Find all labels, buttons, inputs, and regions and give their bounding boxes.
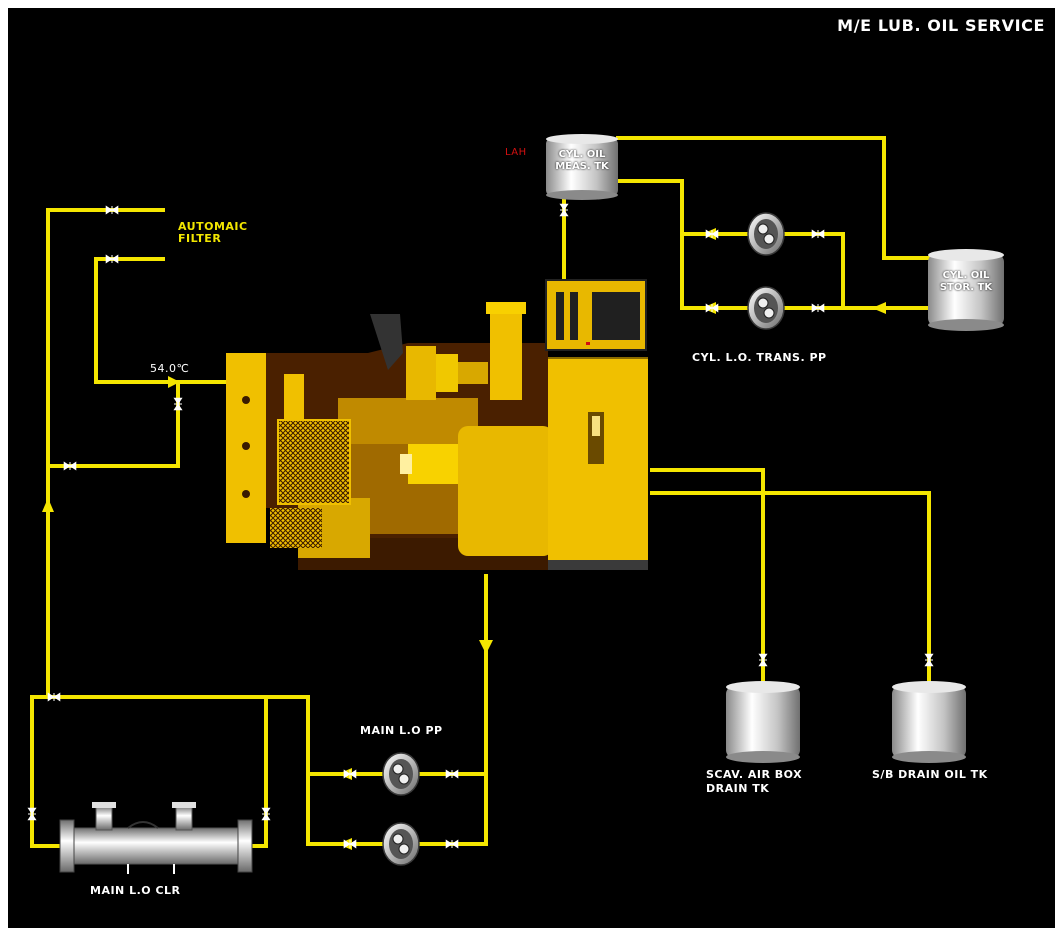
valve-filter-lower: [105, 254, 119, 264]
valve-scav-drain: [758, 653, 768, 667]
scada-panel: M/E LUB. OIL SERVICE AUTOMAIC FILTER LAH…: [8, 8, 1055, 928]
valve-transpump1-out: [811, 229, 825, 239]
lub-oil-schematic: [27, 134, 1004, 874]
valve-mainpump1-in: [343, 769, 357, 779]
valve-transpump1-in: [705, 229, 719, 239]
page-title: M/E LUB. OIL SERVICE: [837, 16, 1045, 35]
valve-transpump2-out: [811, 303, 825, 313]
main-lo-clr-label: MAIN L.O CLR: [90, 884, 181, 897]
tank-sb-drain-oil[interactable]: [892, 681, 966, 763]
main-engine[interactable]: [226, 279, 648, 570]
cyl-oil-stor-tk-label: CYL. OIL STOR. TK: [939, 270, 993, 293]
tank-cyl-oil-stor[interactable]: [928, 249, 1004, 331]
tank-scav-air-box-drain[interactable]: [726, 681, 800, 763]
tank-cyl-oil-meas[interactable]: [546, 134, 618, 200]
valve-sb-drain: [924, 653, 934, 667]
valve-inlet: [173, 397, 183, 411]
sb-drain-oil-tk-label: S/B DRAIN OIL TK: [872, 768, 988, 781]
flow-arrow-icon: [42, 498, 54, 512]
valve-mainpump2-in: [343, 839, 357, 849]
valve-mainpump2-out: [445, 839, 459, 849]
valve-cooler-right: [261, 807, 271, 821]
flow-arrow-icon: [872, 302, 886, 314]
flow-arrow-icon: [168, 376, 180, 388]
valve-cooler-left: [27, 807, 37, 821]
valve-cooler-outlet: [47, 692, 61, 702]
cyl-oil-meas-tk-label: CYL. OIL MEAS. TK: [555, 149, 609, 172]
valve-mainpump1-out: [445, 769, 459, 779]
alarm-indicator: [586, 342, 590, 345]
flow-arrow-icon: [479, 640, 493, 654]
valve-bypass: [63, 461, 77, 471]
pump-icon: [747, 286, 785, 330]
pump-icon: [382, 822, 420, 866]
automatic-filter-label: AUTOMAIC FILTER: [178, 220, 248, 245]
valve-transpump2-in: [705, 303, 719, 313]
valve-filter-upper: [105, 205, 119, 215]
scav-air-box-drain-tk-label: SCAV. AIR BOX DRAIN TK: [706, 768, 803, 795]
valve-meas-tank: [559, 203, 569, 217]
pump-icon: [747, 212, 785, 256]
lo-inlet-temp-readout: 54.0℃: [150, 362, 190, 375]
pump-icon: [382, 752, 420, 796]
main-lo-cooler[interactable]: [59, 802, 253, 874]
main-lo-pp-label: MAIN L.O PP: [360, 724, 443, 737]
lah-alarm-label: LAH: [505, 147, 527, 158]
cyl-lo-trans-pp-label: CYL. L.O. TRANS. PP: [692, 351, 827, 364]
